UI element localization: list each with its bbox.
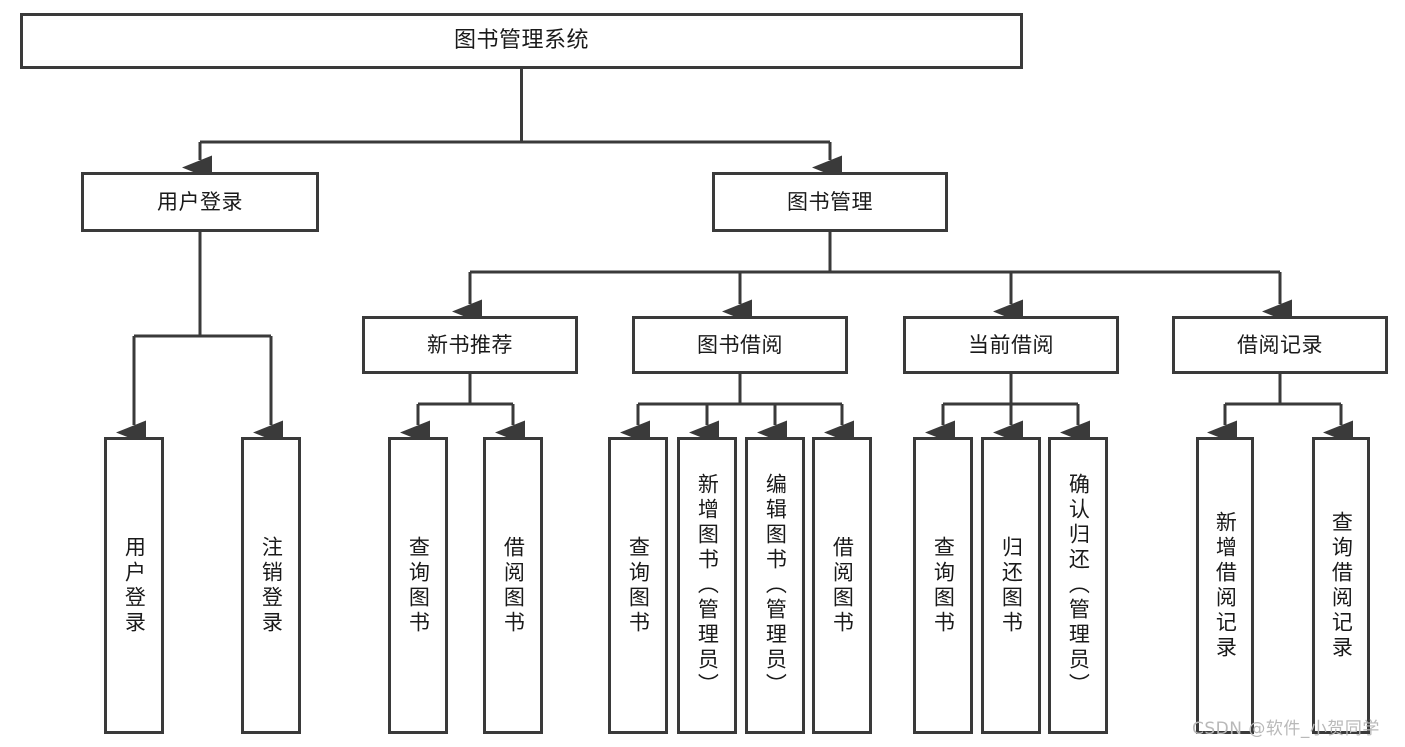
node-leaf-rc-add[interactable]: 新增借阅记录 xyxy=(1196,437,1254,734)
node-label: 图书管理系统 xyxy=(453,28,589,54)
node-label: 借阅图书 xyxy=(501,535,526,636)
node-leaf-cb-confirm[interactable]: 确认归还（管理员） xyxy=(1048,437,1108,734)
node-label: 新增图书（管理员） xyxy=(695,473,720,698)
node-label: 编辑图书（管理员） xyxy=(763,473,788,698)
node-label: 借阅图书 xyxy=(830,535,855,636)
node-label: 图书管理 xyxy=(787,189,873,214)
node-leaf-rc-query[interactable]: 查询借阅记录 xyxy=(1312,437,1370,734)
node-leaf-cb-query[interactable]: 查询图书 xyxy=(913,437,973,734)
node-label: 新书推荐 xyxy=(427,332,513,357)
node-label: 归还图书 xyxy=(999,535,1024,636)
node-current[interactable]: 当前借阅 xyxy=(903,316,1119,374)
node-label: 图书借阅 xyxy=(697,332,783,357)
node-label: 查询图书 xyxy=(406,535,431,636)
node-leaf-cb-return[interactable]: 归还图书 xyxy=(981,437,1041,734)
node-leaf-nb-borrow[interactable]: 借阅图书 xyxy=(483,437,543,734)
node-leaf-bw-borrow[interactable]: 借阅图书 xyxy=(812,437,872,734)
node-leaf-bw-query[interactable]: 查询图书 xyxy=(608,437,668,734)
node-login[interactable]: 用户登录 xyxy=(81,172,319,232)
node-label: 新增借阅记录 xyxy=(1213,510,1238,661)
node-label: 注销登录 xyxy=(259,535,284,636)
node-bookmgmt[interactable]: 图书管理 xyxy=(712,172,948,232)
node-leaf-bw-add[interactable]: 新增图书（管理员） xyxy=(677,437,737,734)
node-root[interactable]: 图书管理系统 xyxy=(20,13,1023,69)
node-leaf-user-logout[interactable]: 注销登录 xyxy=(241,437,301,734)
node-label: 查询借阅记录 xyxy=(1329,510,1354,661)
node-leaf-nb-query[interactable]: 查询图书 xyxy=(388,437,448,734)
node-label: 查询图书 xyxy=(626,535,651,636)
node-label: 借阅记录 xyxy=(1237,332,1323,357)
node-newbook[interactable]: 新书推荐 xyxy=(362,316,578,374)
node-leaf-bw-edit[interactable]: 编辑图书（管理员） xyxy=(745,437,805,734)
node-label: 当前借阅 xyxy=(968,332,1054,357)
node-label: 查询图书 xyxy=(931,535,956,636)
node-borrow[interactable]: 图书借阅 xyxy=(632,316,848,374)
node-label: 用户登录 xyxy=(122,535,147,636)
node-leaf-user-login[interactable]: 用户登录 xyxy=(104,437,164,734)
node-records[interactable]: 借阅记录 xyxy=(1172,316,1388,374)
node-label: 确认归还（管理员） xyxy=(1066,473,1091,698)
node-label: 用户登录 xyxy=(157,189,243,214)
